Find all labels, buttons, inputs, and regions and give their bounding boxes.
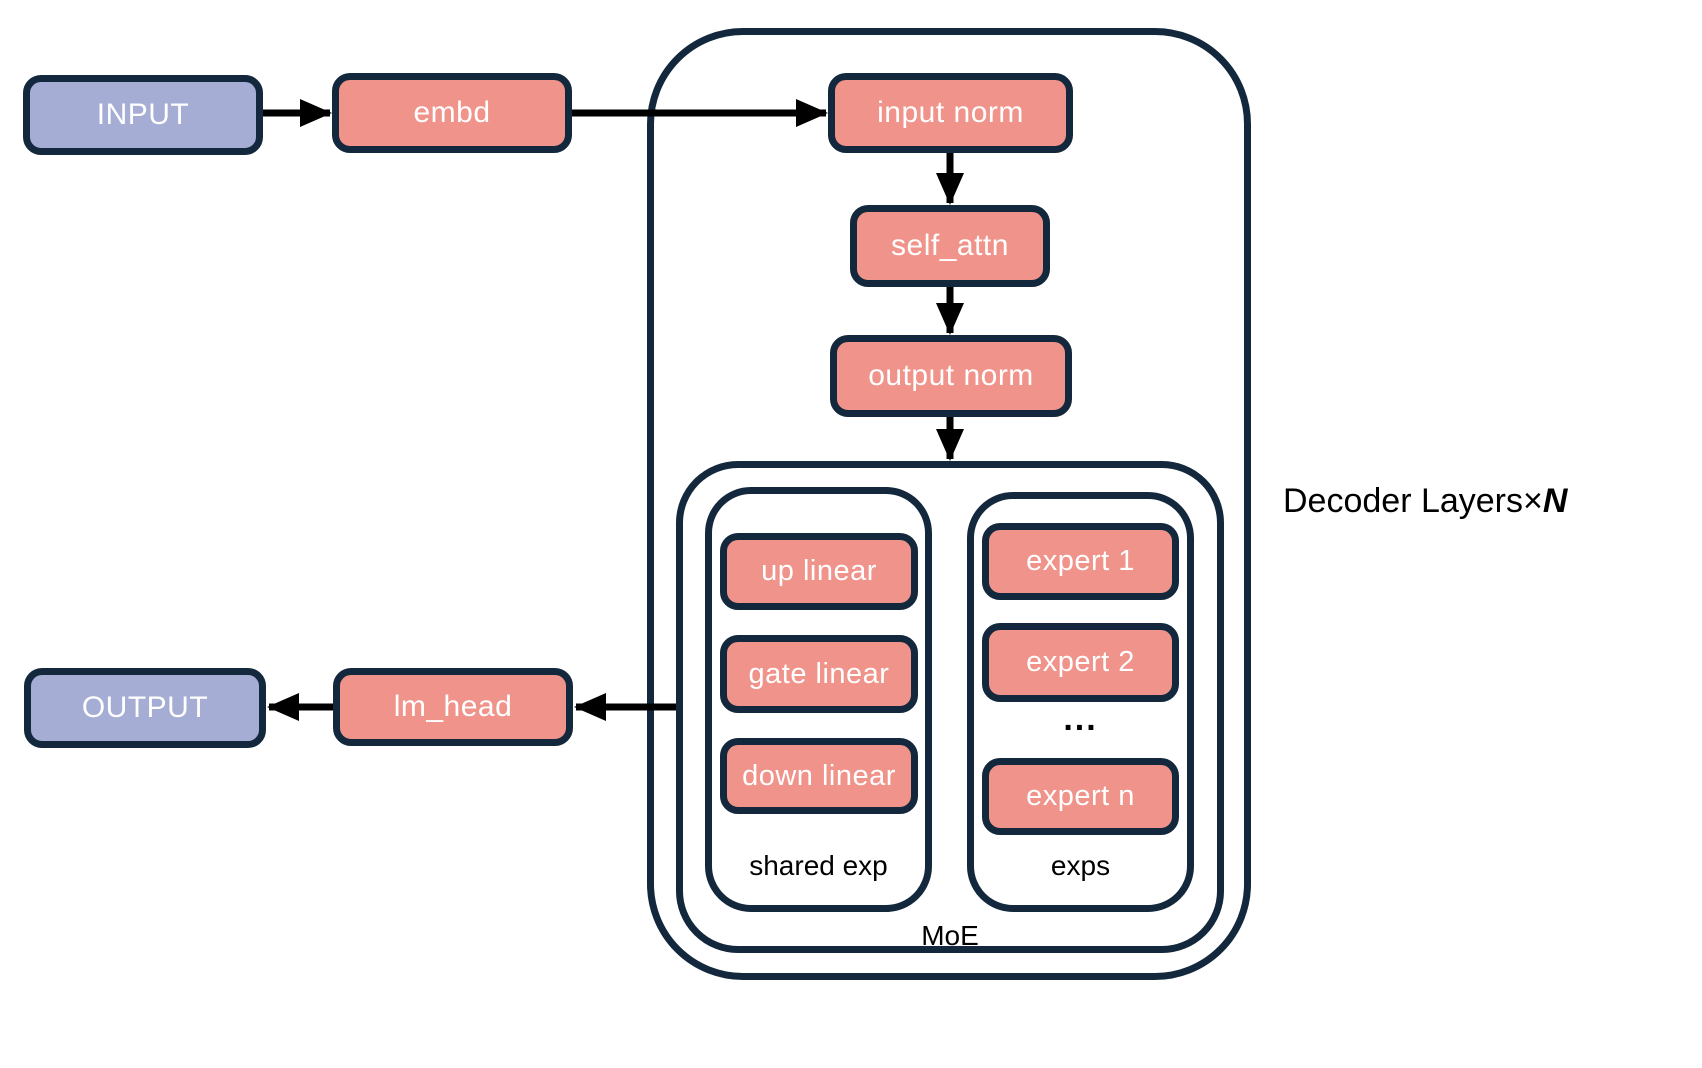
experts-ellipsis: ... — [1063, 700, 1098, 738]
self-attn-node: self_attn — [850, 205, 1050, 287]
experts-group — [967, 492, 1194, 912]
n-variable: N — [1542, 482, 1568, 520]
output-node: OUTPUT — [24, 668, 266, 748]
expert-2-node: expert 2 — [982, 623, 1179, 702]
expert-1-node: expert 1 — [982, 523, 1179, 600]
up-linear-node: up linear — [720, 533, 918, 610]
shared-expert-group — [705, 487, 932, 912]
output-norm-node: output norm — [830, 335, 1072, 417]
exps-label: exps — [1050, 850, 1111, 881]
decoder-layers-text: Decoder Layers — [1283, 482, 1524, 520]
lm-head-node: lm_head — [333, 668, 573, 746]
input-node: INPUT — [23, 75, 263, 155]
input-norm-node: input norm — [828, 73, 1073, 153]
moe-container — [676, 461, 1224, 953]
moe-label: MoE — [921, 920, 979, 951]
gate-linear-node: gate linear — [720, 635, 918, 713]
decoder-layers-container — [647, 28, 1251, 980]
embd-node: embd — [332, 73, 572, 153]
decoder-layers-label: Decoder Layers×N — [1283, 482, 1567, 521]
times-symbol: × — [1523, 482, 1543, 520]
shared-exp-label: shared exp — [749, 850, 888, 881]
down-linear-node: down linear — [720, 738, 918, 814]
expert-n-node: expert n — [982, 758, 1179, 835]
